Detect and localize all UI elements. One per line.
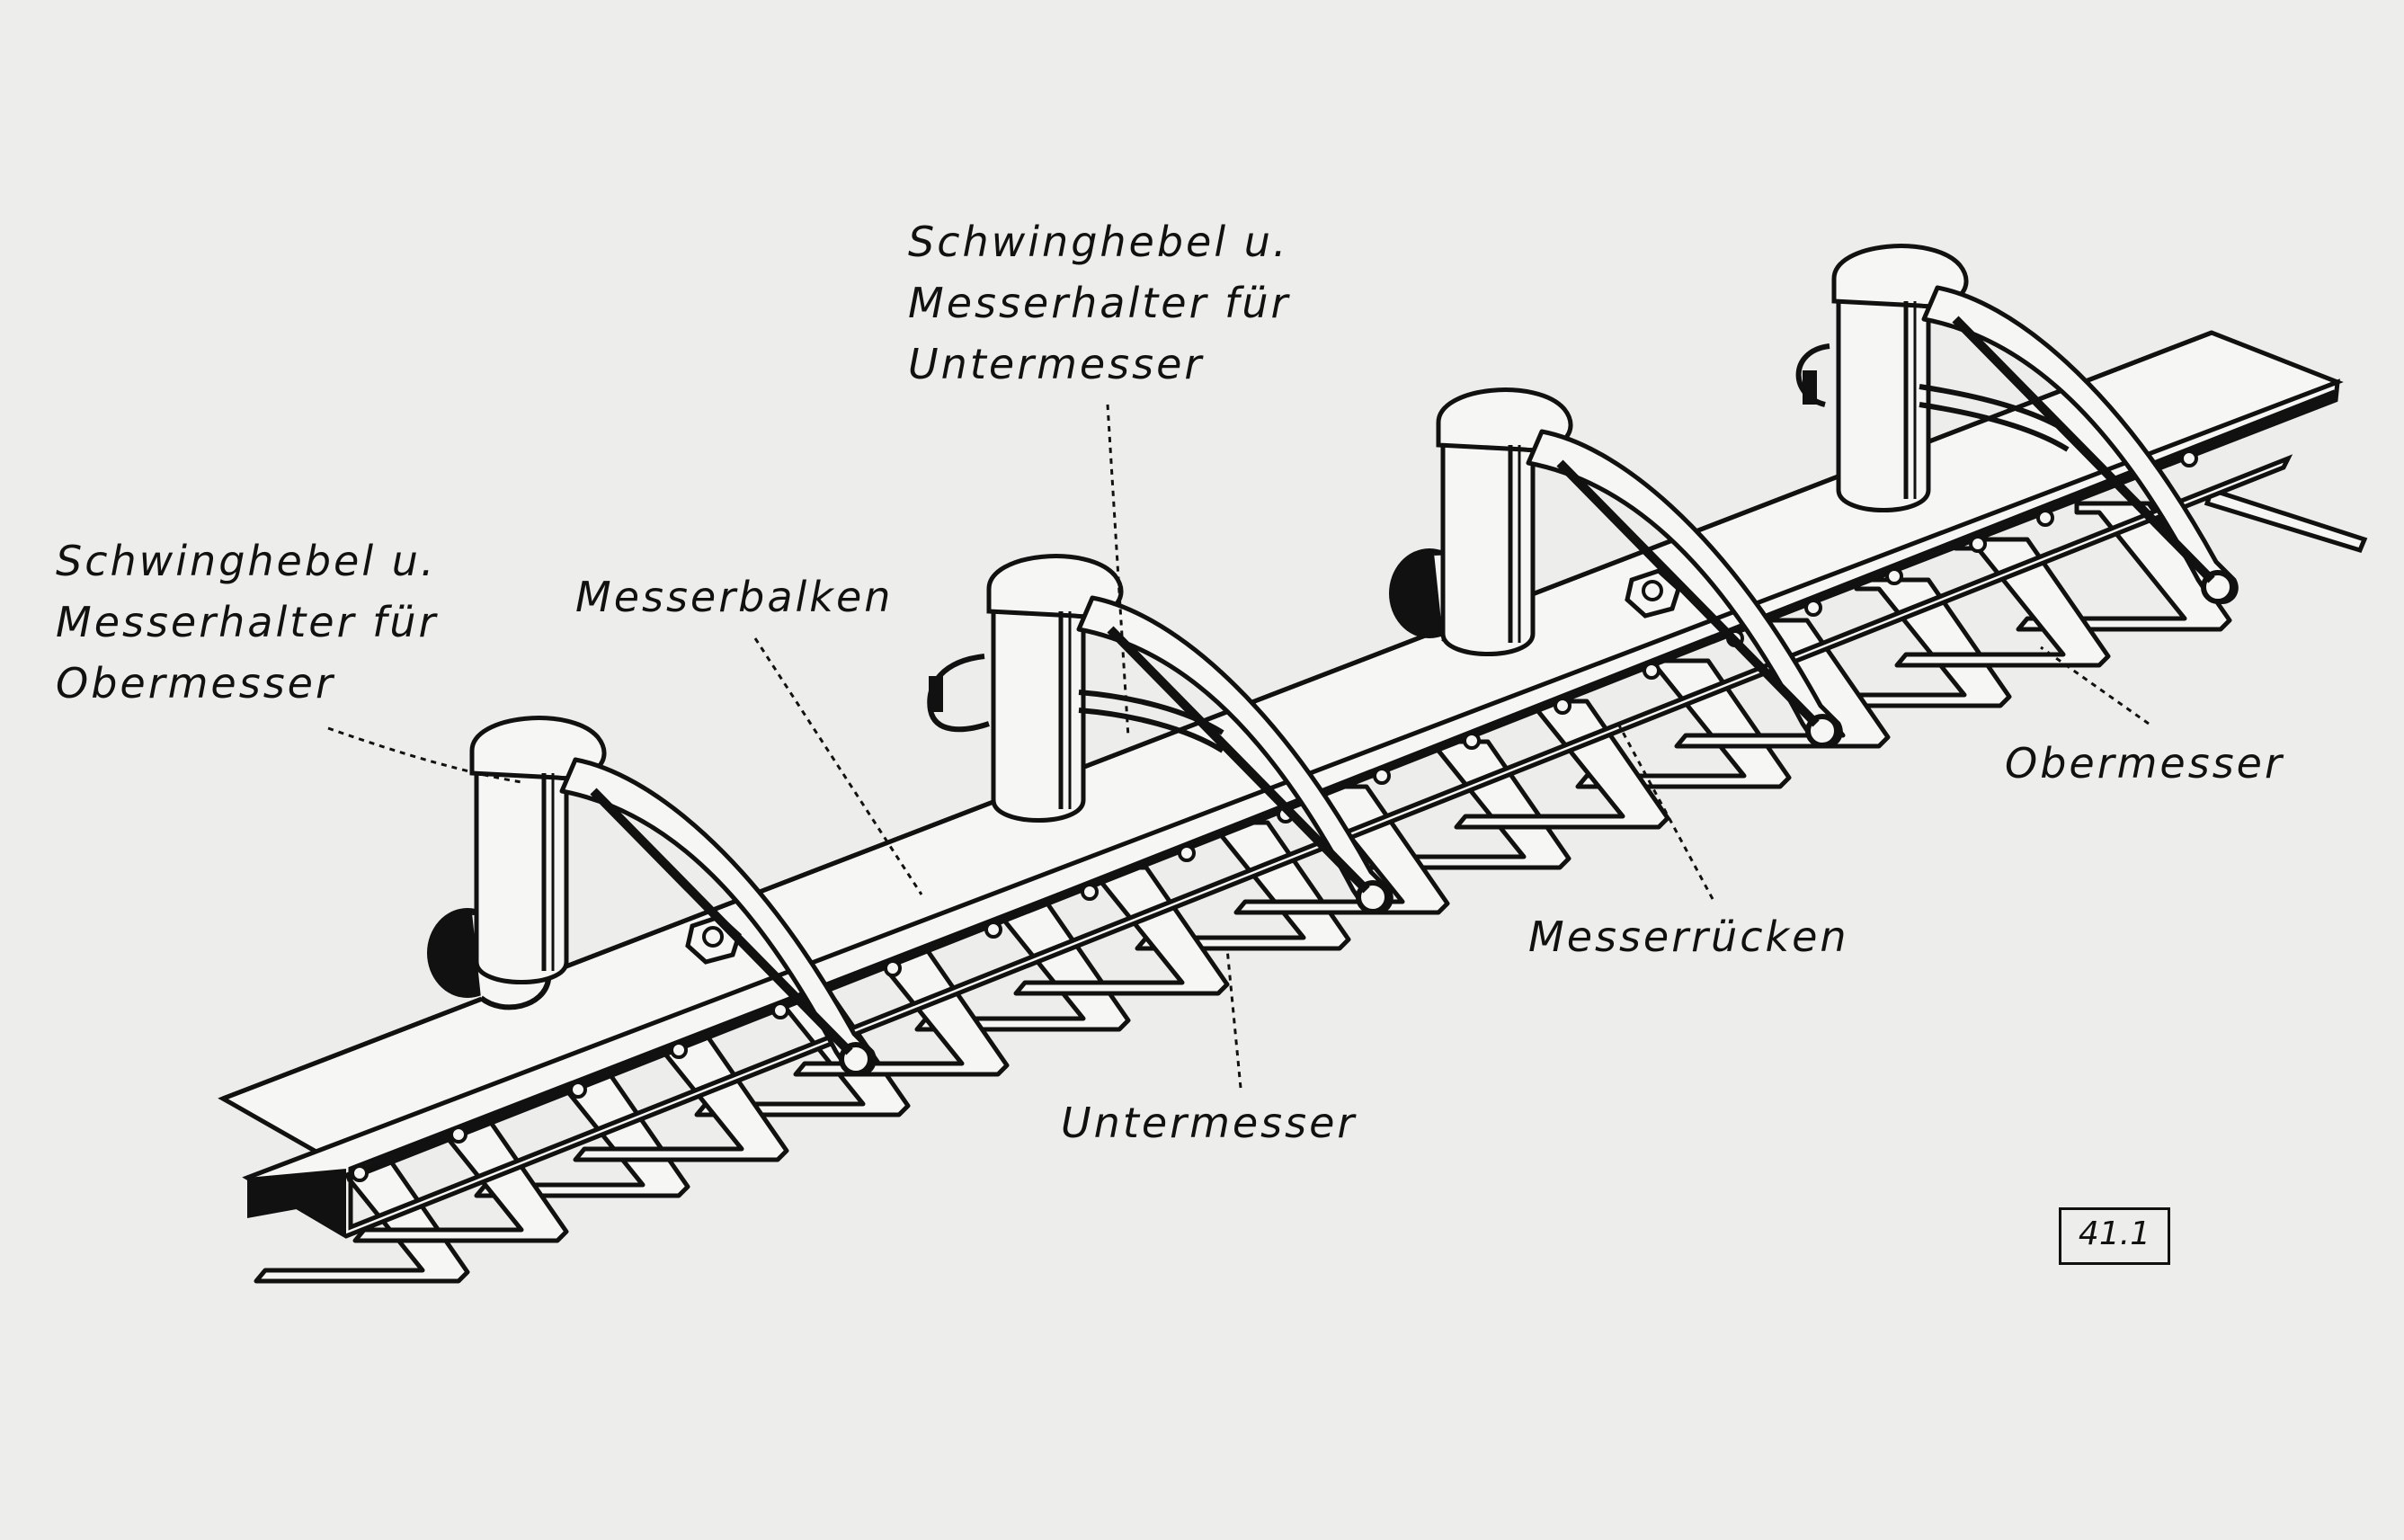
label-untermesser: Untermesser [1061,1099,1358,1147]
label-messerbalken: Messerbalken [575,573,894,621]
figure-number: 41.1 [2059,1207,2170,1265]
label-messerruecken: Messerrücken [1528,912,1849,961]
leader-lines [327,404,2150,1089]
bolt-nut-2 [1625,568,1681,619]
label-obermesser: Obermesser [2005,739,2284,788]
